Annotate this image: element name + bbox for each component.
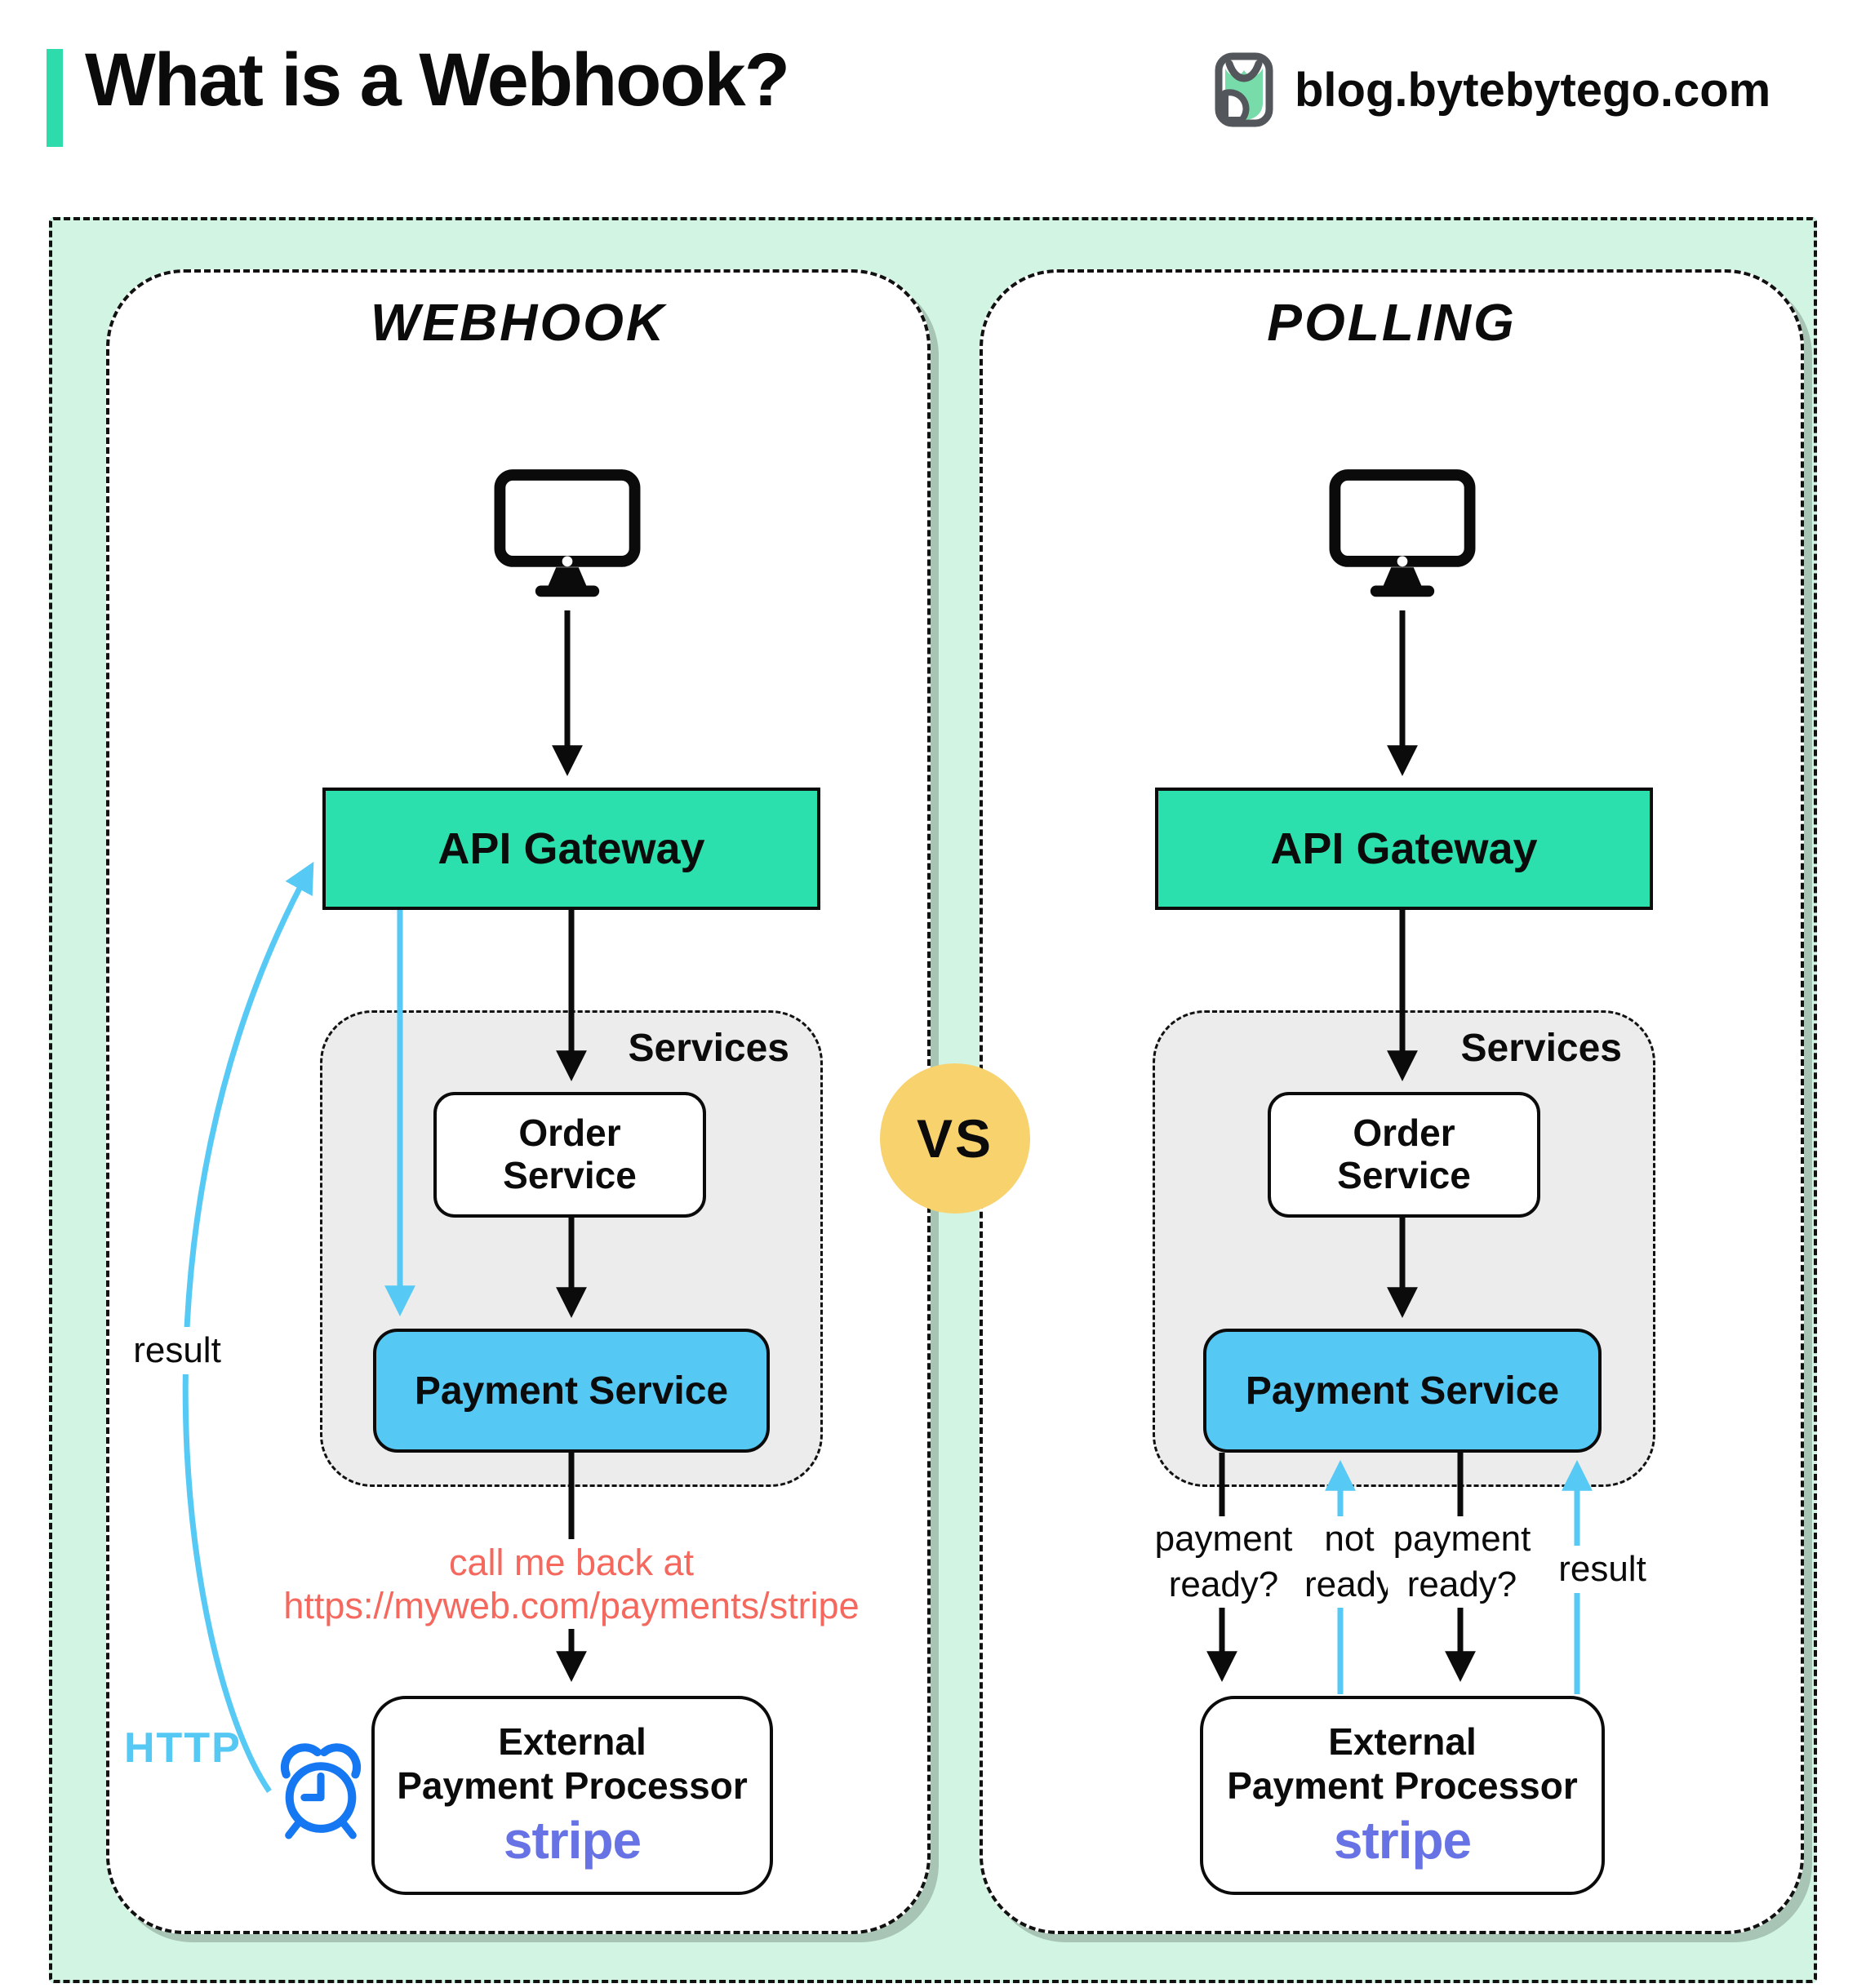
client-monitor-icon <box>494 469 641 597</box>
vs-badge: VS <box>880 1063 1030 1214</box>
polling-panel-title: Polling <box>1267 293 1517 352</box>
poll-label-payment-ready-1: payment ready? <box>1149 1516 1298 1608</box>
external-line1: External <box>1328 1720 1477 1763</box>
callback-note-line1: call me back at <box>448 1542 695 1583</box>
api-gateway-box: API Gateway <box>1155 788 1653 910</box>
stripe-logo: stripe <box>503 1810 642 1870</box>
external-line2: Payment Processor <box>1227 1764 1578 1808</box>
poll-label-not-ready: not ready <box>1300 1516 1399 1608</box>
external-payment-processor-box: External Payment Processor stripe <box>1200 1696 1605 1895</box>
order-service-box: Order Service <box>433 1092 706 1218</box>
api-gateway-box: API Gateway <box>322 788 820 910</box>
callback-note-line2: https://myweb.com/payments/stripe <box>283 1585 860 1626</box>
client-monitor-icon <box>1329 469 1476 597</box>
result-label: result <box>121 1327 233 1374</box>
site-url: blog.bytebytego.com <box>1295 63 1771 117</box>
stripe-logo: stripe <box>1333 1810 1472 1870</box>
services-label: Services <box>628 1027 789 1070</box>
order-service-label: Order Service <box>503 1112 637 1196</box>
payment-service-box: Payment Service <box>373 1329 770 1453</box>
poll-label-payment-ready-2: payment ready? <box>1388 1516 1536 1608</box>
order-service-box: Order Service <box>1268 1092 1540 1218</box>
webhook-panel-title: Webhook <box>370 293 667 352</box>
payment-service-box: Payment Service <box>1203 1329 1602 1453</box>
callback-note: call me back at https://myweb.com/paymen… <box>261 1539 882 1629</box>
services-label: Services <box>1460 1027 1622 1070</box>
bytebytego-logo-icon <box>1215 52 1273 127</box>
brand: blog.bytebytego.com <box>1215 47 1770 132</box>
poll-label-result: result <box>1536 1546 1668 1593</box>
external-line1: External <box>498 1720 646 1763</box>
external-payment-processor-box: External Payment Processor stripe <box>371 1696 773 1895</box>
alarm-clock-icon <box>280 1743 362 1839</box>
external-line2: Payment Processor <box>397 1764 748 1808</box>
title-accent-bar <box>47 49 63 147</box>
order-service-label: Order Service <box>1337 1112 1471 1196</box>
http-label: HTTP <box>124 1724 242 1772</box>
page-title: What is a Webhook? <box>85 38 790 122</box>
